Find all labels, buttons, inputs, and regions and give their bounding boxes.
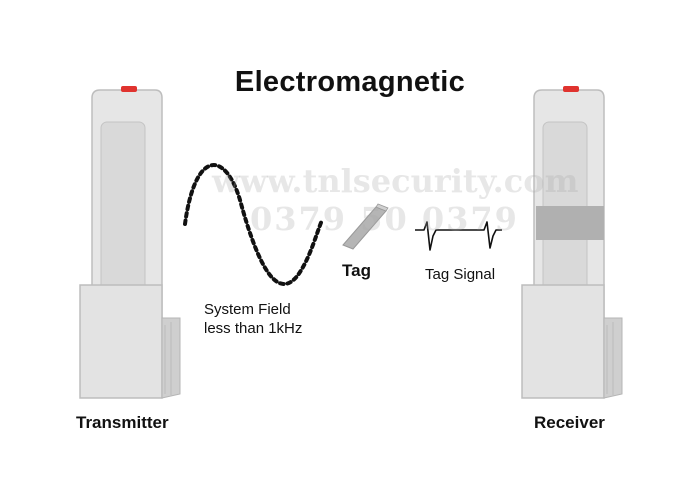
transmitter-label: Transmitter (76, 413, 169, 432)
tag-signal-waveform (415, 221, 502, 251)
transmitter-antenna (79, 86, 181, 399)
system-field-label: System Field less than 1kHz (204, 300, 302, 338)
transmitter-inner-panel (100, 121, 146, 299)
receiver-detection-band (536, 206, 604, 240)
transmitter-base (79, 284, 163, 399)
receiver-label: Receiver (534, 413, 605, 432)
receiver-base (521, 284, 605, 399)
diagram-title: Electromagnetic (234, 66, 466, 98)
tag-signal-label: Tag Signal (425, 266, 496, 283)
system-field-label-line2: less than 1kHz (204, 320, 303, 337)
tag-label: Tag (342, 261, 371, 280)
receiver-indicator-light (563, 86, 579, 92)
system-field-wave (183, 163, 324, 286)
system-field-label-line1: System Field (204, 301, 291, 318)
watermark-phone: 0379 50 0379 (250, 200, 519, 238)
transmitter-indicator-light (121, 86, 137, 92)
receiver-antenna (521, 86, 623, 399)
watermark-website: www.tnlsecurity.com (212, 162, 579, 200)
